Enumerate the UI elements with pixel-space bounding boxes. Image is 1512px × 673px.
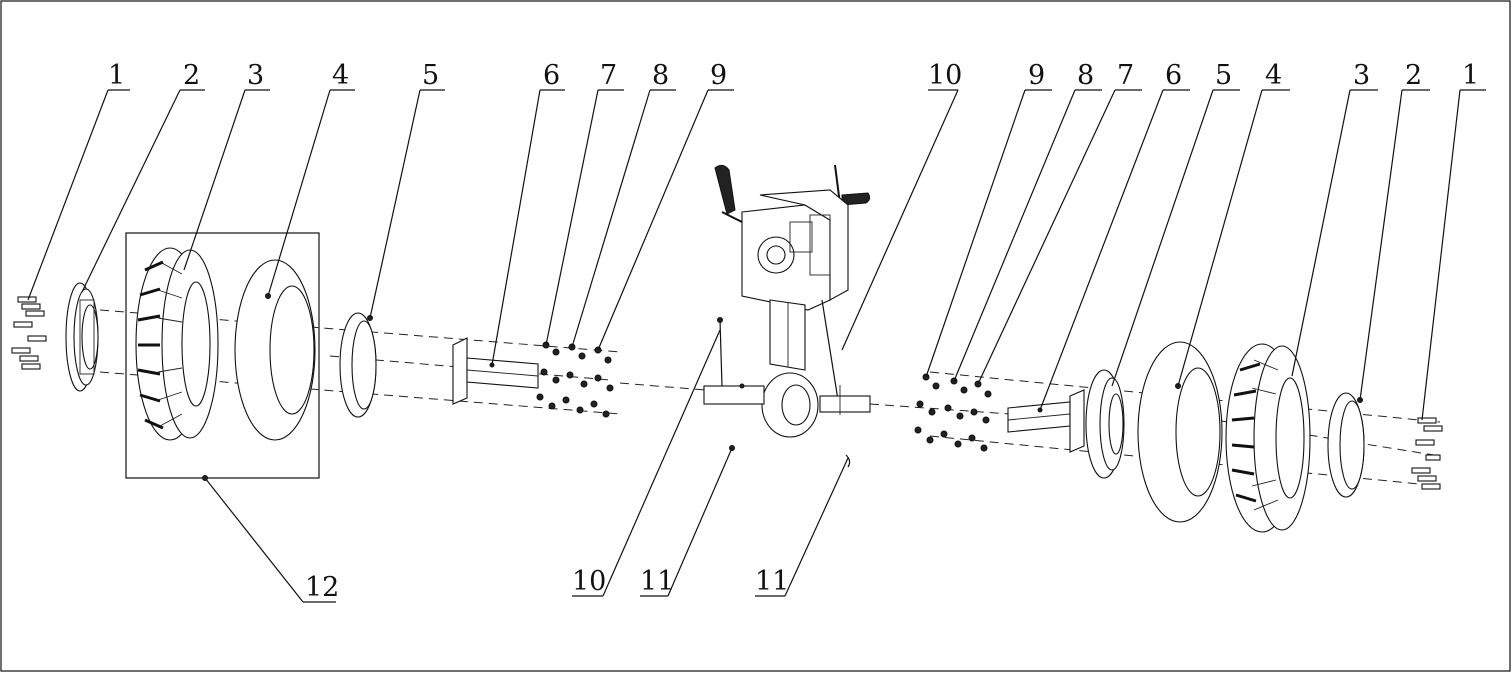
callout-2-right: 2 — [1405, 60, 1422, 91]
callout-11-right: 11 — [755, 566, 789, 597]
right-nuts-washers — [914, 373, 992, 452]
left-tractor-tire — [135, 247, 219, 441]
callout-1-right: 1 — [1462, 60, 1479, 91]
callout-1-left: 1 — [108, 60, 125, 91]
callout-3-left: 3 — [247, 60, 264, 91]
callout-5-right: 5 — [1215, 60, 1232, 91]
callout-9-left: 9 — [710, 60, 727, 91]
gearbox-assembly — [703, 164, 871, 468]
callout-6-left: 6 — [543, 60, 560, 91]
callout-4-left: 4 — [332, 60, 349, 91]
right-axle-shaft — [1007, 389, 1085, 453]
bottom-callout-labels: 12 10 11 11 — [305, 566, 789, 603]
callout-7-left: 7 — [600, 60, 617, 91]
left-axle-shaft — [452, 337, 539, 405]
callout-10-top: 10 — [928, 60, 962, 91]
left-bolts — [11, 296, 47, 370]
callout-4-right: 4 — [1265, 60, 1282, 91]
leader-lines — [27, 89, 1486, 603]
callout-8-right: 8 — [1077, 60, 1094, 91]
right-inner-tube — [1137, 341, 1223, 523]
callout-2-left: 2 — [183, 60, 200, 91]
right-callout-labels: 10 9 8 7 6 5 4 3 2 1 — [928, 60, 1479, 91]
left-inner-tube — [234, 259, 316, 441]
right-bolts — [1411, 417, 1443, 490]
left-hub-disc — [65, 282, 99, 392]
left-nuts-washers — [536, 341, 614, 418]
callout-6-right: 6 — [1165, 60, 1182, 91]
callout-11-left: 11 — [640, 566, 674, 597]
callout-9-right: 9 — [1028, 60, 1045, 91]
right-wheel-rim — [1327, 392, 1365, 498]
callout-10-bottom: 10 — [572, 566, 606, 597]
callout-7-right: 7 — [1117, 60, 1134, 91]
right-hub-disc — [1085, 369, 1125, 479]
left-callout-labels: 1 2 3 4 5 6 7 8 9 — [108, 60, 727, 91]
wheel-assembly-box — [125, 232, 320, 479]
right-tractor-tire — [1225, 343, 1311, 533]
callout-8-left: 8 — [652, 60, 669, 91]
callout-5-left: 5 — [422, 60, 439, 91]
callout-3-right: 3 — [1353, 60, 1370, 91]
callout-12: 12 — [305, 572, 339, 603]
left-wheel-rim — [339, 312, 377, 418]
